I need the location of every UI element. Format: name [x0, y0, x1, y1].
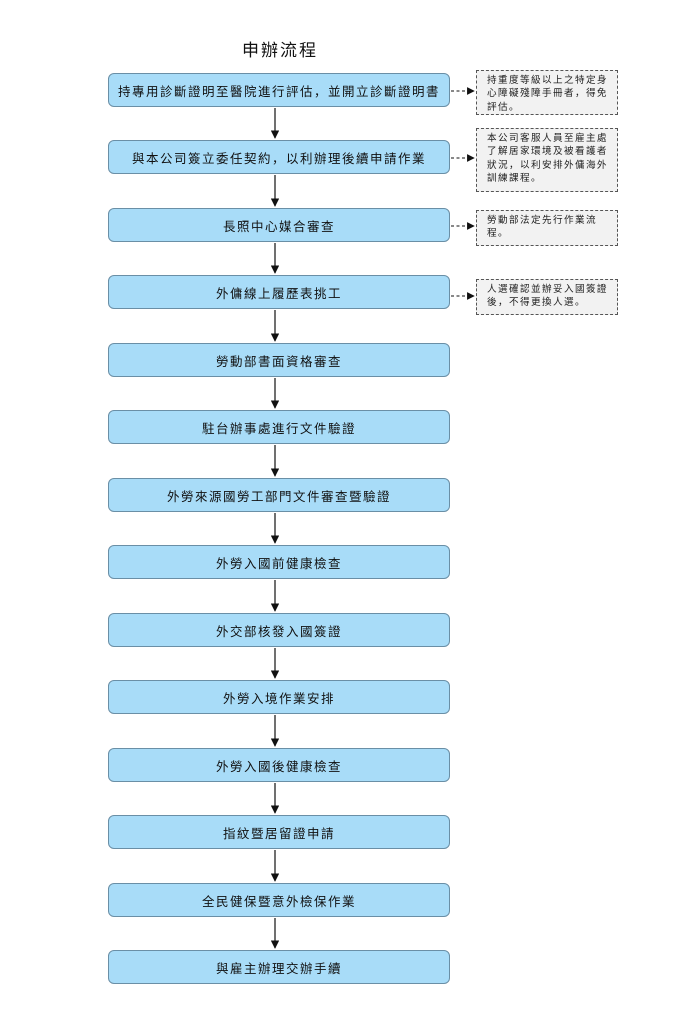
flow-step-10: 外勞入境作業安排 [108, 680, 450, 714]
side-note-4: 人選確認並辦妥入國簽證後，不得更換人選。 [476, 279, 618, 315]
flow-step-3: 長照中心媒合審查 [108, 208, 450, 242]
flow-step-14: 與雇主辦理交辦手續 [108, 950, 450, 984]
flow-step-4: 外傭線上履歷表挑工 [108, 275, 450, 309]
flow-step-12: 指紋暨居留證申請 [108, 815, 450, 849]
side-note-1: 持重度等級以上之特定身心障礙殘障手冊者，得免評估。 [476, 70, 618, 115]
flow-step-11: 外勞入國後健康檢查 [108, 748, 450, 782]
flow-step-1: 持專用診斷證明至醫院進行評估，並開立診斷證明書 [108, 73, 450, 107]
diagram-title: 申辦流程 [242, 41, 318, 61]
side-note-2: 本公司客服人員至雇主處了解居家環境及被看護者狀況，以利安排外傭海外訓練課程。 [476, 128, 618, 192]
flow-step-13: 全民健保暨意外檢保作業 [108, 883, 450, 917]
flow-step-2: 與本公司簽立委任契約，以利辦理後續申請作業 [108, 140, 450, 174]
flow-step-6: 駐台辦事處進行文件驗證 [108, 410, 450, 444]
flow-step-5: 勞動部書面資格審查 [108, 343, 450, 377]
flow-step-7: 外勞來源國勞工部門文件審查暨驗證 [108, 478, 450, 512]
side-note-3: 勞動部法定先行作業流程。 [476, 210, 618, 246]
flow-step-8: 外勞入國前健康檢查 [108, 545, 450, 579]
flow-step-9: 外交部核發入國簽證 [108, 613, 450, 647]
